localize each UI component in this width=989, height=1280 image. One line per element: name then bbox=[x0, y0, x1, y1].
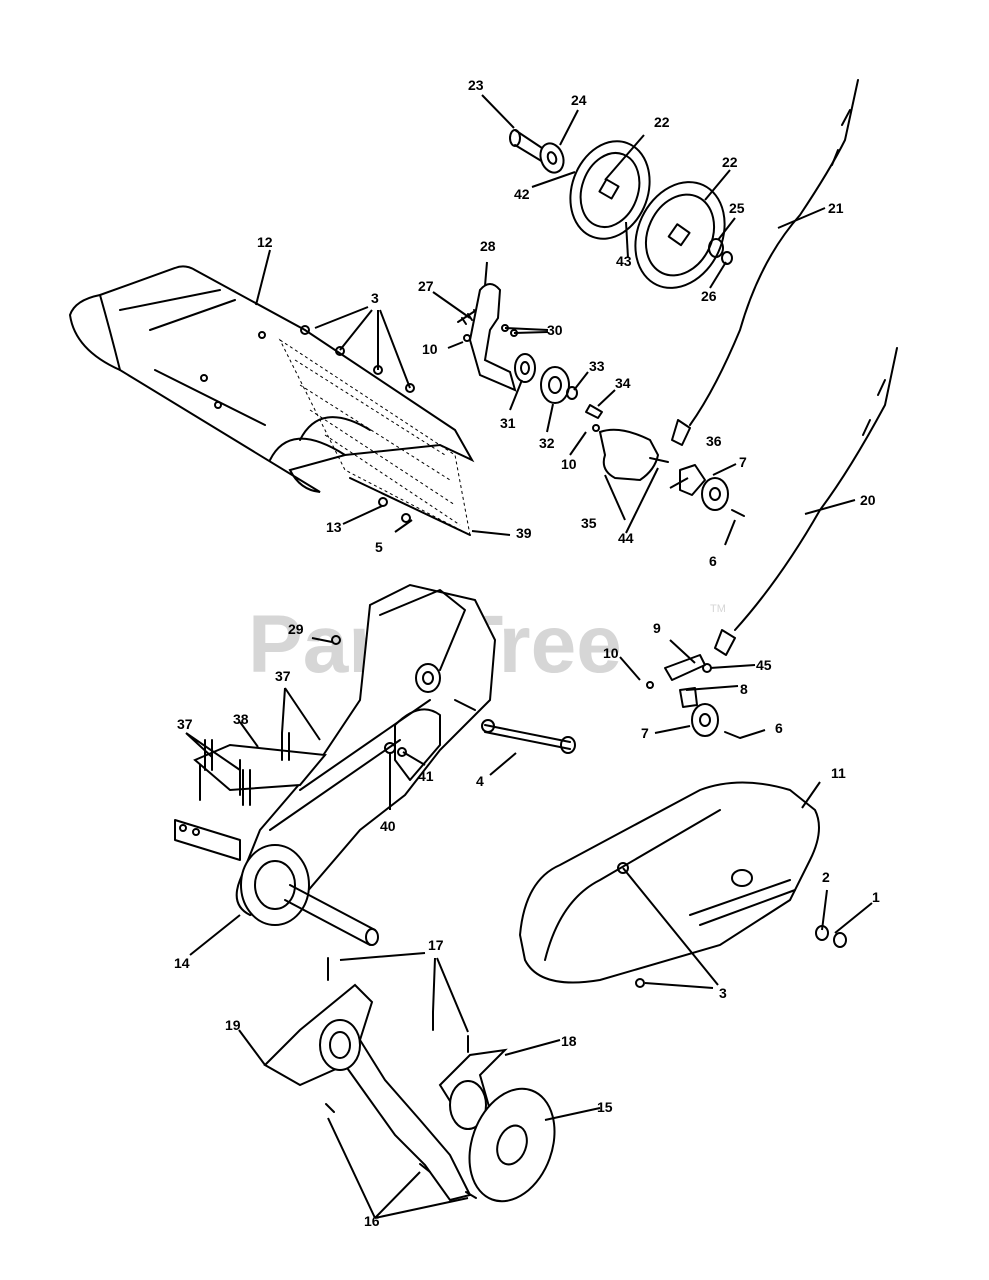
callout-43: 43 bbox=[616, 253, 632, 269]
belt-cover-drawing bbox=[518, 781, 847, 988]
callout-27: 27 bbox=[418, 278, 434, 294]
callout-3: 3 bbox=[719, 985, 727, 1001]
idler-bracket-drawing bbox=[457, 283, 603, 432]
brake-bracket-drawing bbox=[598, 428, 745, 517]
callout-34: 34 bbox=[615, 375, 631, 391]
callout-11: 11 bbox=[831, 765, 846, 781]
callout-35: 35 bbox=[581, 515, 597, 531]
callout-38: 38 bbox=[233, 711, 249, 727]
pulley-assembly-drawing bbox=[509, 129, 733, 289]
callout-32: 32 bbox=[539, 435, 555, 451]
callout-26: 26 bbox=[701, 288, 717, 304]
watermark-trademark: TM bbox=[710, 603, 726, 615]
callout-39: 39 bbox=[516, 525, 532, 541]
callout-10: 10 bbox=[422, 341, 438, 357]
tine-assembly-drawing bbox=[263, 957, 556, 1203]
callout-41: 41 bbox=[418, 768, 434, 784]
callout-22: 22 bbox=[654, 114, 670, 130]
callout-17: 17 bbox=[428, 937, 444, 953]
callout-15: 15 bbox=[597, 1099, 613, 1115]
callout-5: 5 bbox=[375, 539, 383, 555]
callout-19: 19 bbox=[225, 1017, 241, 1033]
callout-6: 6 bbox=[709, 553, 717, 569]
callout-31: 31 bbox=[500, 415, 516, 431]
lever-bracket-drawing bbox=[646, 654, 741, 739]
callout-14: 14 bbox=[174, 955, 190, 971]
callout-29: 29 bbox=[288, 621, 304, 637]
callout-40: 40 bbox=[380, 818, 396, 834]
callout-23: 23 bbox=[468, 77, 484, 93]
callout-6: 6 bbox=[775, 720, 783, 736]
callout-10: 10 bbox=[561, 456, 577, 472]
callout-33: 33 bbox=[589, 358, 605, 374]
callout-9: 9 bbox=[653, 620, 661, 636]
callout-16: 16 bbox=[364, 1213, 380, 1229]
callout-21: 21 bbox=[828, 200, 844, 216]
callout-28: 28 bbox=[480, 238, 496, 254]
callout-12: 12 bbox=[257, 234, 273, 250]
chain-case-drawing bbox=[174, 583, 497, 946]
callout-44: 44 bbox=[618, 530, 634, 546]
callout-10: 10 bbox=[603, 645, 619, 661]
control-cables-drawing bbox=[671, 79, 898, 656]
callout-3: 3 bbox=[371, 290, 379, 306]
callout-37: 37 bbox=[177, 716, 193, 732]
shaft-drawing bbox=[481, 719, 576, 754]
callout-4: 4 bbox=[476, 773, 484, 789]
callout-42: 42 bbox=[514, 186, 530, 202]
callout-8: 8 bbox=[740, 681, 748, 697]
callout-2: 2 bbox=[822, 869, 830, 885]
callout-37: 37 bbox=[275, 668, 291, 684]
callout-30: 30 bbox=[547, 322, 563, 338]
callout-36: 36 bbox=[706, 433, 722, 449]
callout-7: 7 bbox=[739, 454, 747, 470]
callout-labels: 1 2 3 3 4 5 6 6 7 7 8 9 10 10 10 11 12 1… bbox=[174, 77, 880, 1229]
callout-22: 22 bbox=[722, 154, 738, 170]
callout-1: 1 bbox=[872, 889, 880, 905]
callout-7: 7 bbox=[641, 725, 649, 741]
callout-20: 20 bbox=[860, 492, 876, 508]
tine-shield-drawing bbox=[68, 265, 475, 536]
callout-25: 25 bbox=[729, 200, 745, 216]
callout-13: 13 bbox=[326, 519, 342, 535]
callout-24: 24 bbox=[571, 92, 587, 108]
callout-18: 18 bbox=[561, 1033, 577, 1049]
callout-45: 45 bbox=[756, 657, 772, 673]
leader-lines bbox=[185, 94, 873, 1219]
